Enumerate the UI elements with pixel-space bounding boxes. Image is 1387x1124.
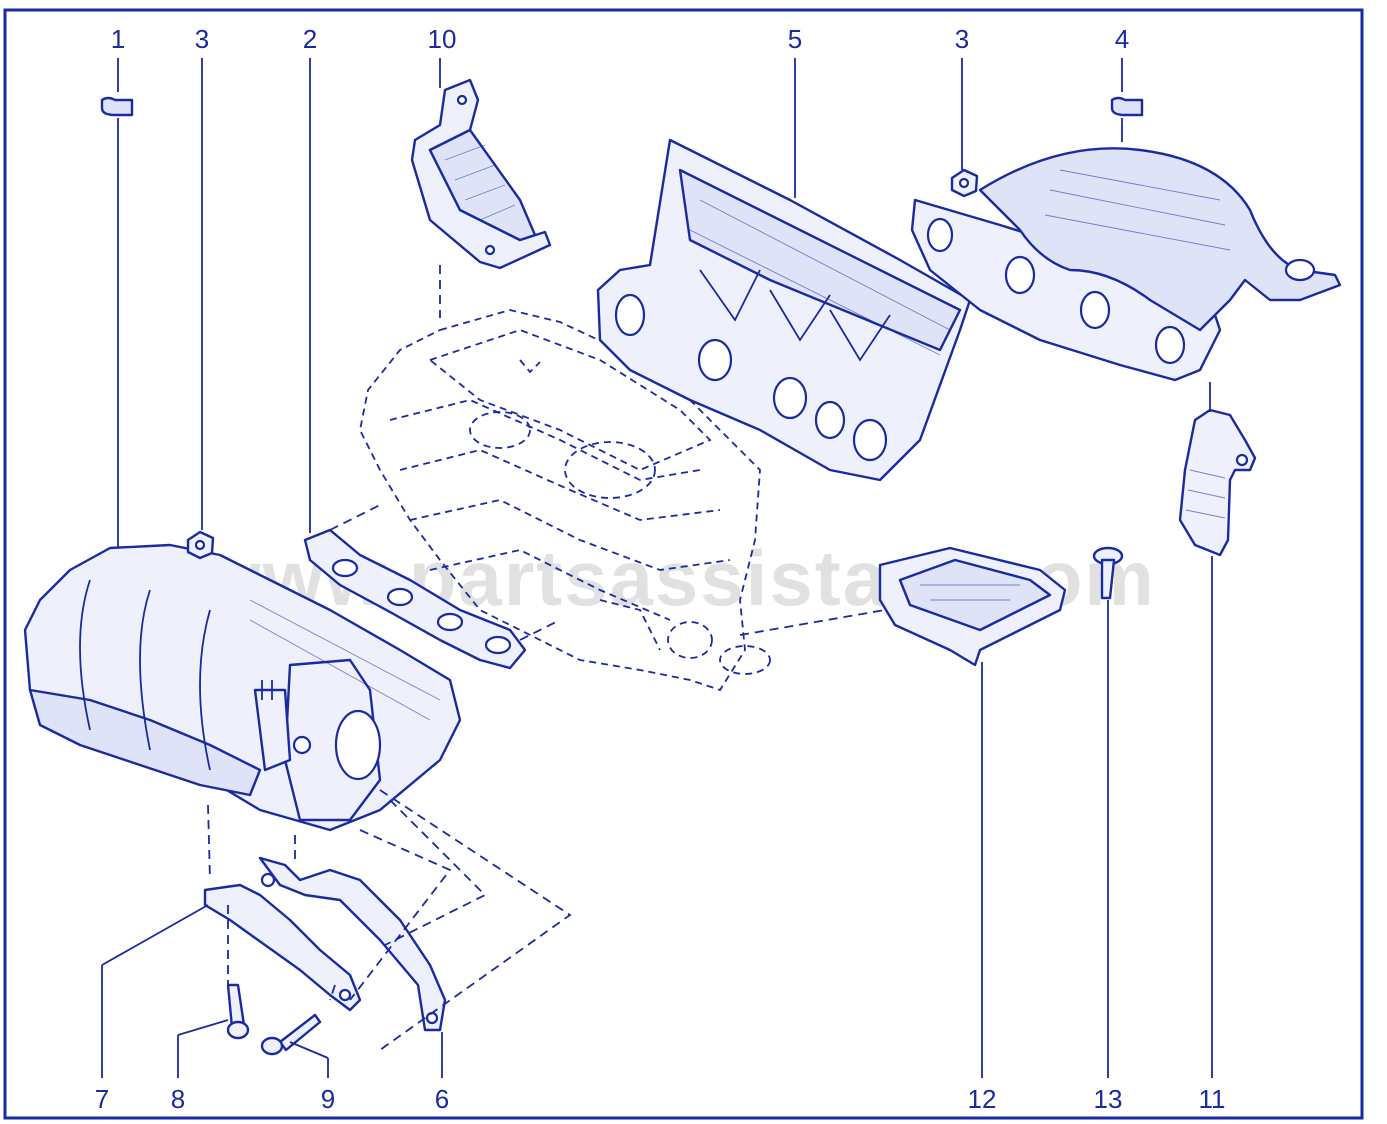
callout-3-left: 3 [195,24,209,54]
callout-2: 2 [303,24,317,54]
exhaust-gasket-left [303,528,527,670]
diagram-border [3,8,1364,1120]
intake-manifold-gasket [596,138,972,482]
support-bracket-7 [203,883,362,1012]
bolt-9 [260,1013,322,1056]
callout-7: 7 [95,1084,109,1114]
callout-4: 4 [1115,24,1129,54]
nut-left [186,530,215,560]
manifold-support-bracket [1178,408,1257,557]
bolt-8 [226,983,250,1040]
callout-6: 6 [435,1084,449,1114]
clip-4 [1110,96,1144,117]
bolt-13 [1092,546,1124,600]
callout-3-right: 3 [955,24,969,54]
callout-12: 12 [968,1084,997,1114]
gasket-ports [614,293,888,462]
callout-11: 11 [1199,1084,1226,1114]
callout-9: 9 [321,1084,335,1114]
exhaust-manifold-right [910,147,1342,382]
catalytic-manifold-left [23,543,462,832]
leader-lines [101,58,1213,1078]
nut-right [950,168,979,198]
clip-1 [100,96,134,117]
callout-13: 13 [1094,1084,1123,1114]
support-bracket-6 [258,856,447,1032]
heat-shield-lower [878,546,1067,667]
callout-labels: 1 3 2 10 5 3 4 7 8 9 6 12 13 11 [95,24,1226,1114]
callout-8: 8 [171,1084,185,1114]
callout-10: 10 [428,24,457,54]
callout-1-top: 1 [111,24,125,54]
engine-block-outline [359,309,771,692]
heat-shield-upper [410,78,552,270]
callout-5: 5 [788,24,802,54]
